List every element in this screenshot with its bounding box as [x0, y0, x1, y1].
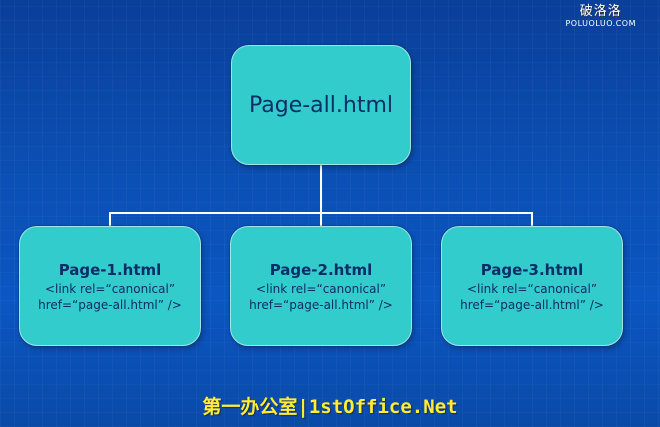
canonical-line-1: <link rel=“canonical” [255, 282, 387, 296]
canonical-line-2: href=“page-all.html” /> [249, 298, 393, 312]
watermark-logo: 破洛洛 POLUOLUO.COM [565, 4, 636, 30]
watermark-cn: 破洛洛 [579, 4, 622, 19]
child-node-page-3: Page-3.html <link rel=“canonical” href=“… [441, 226, 623, 346]
watermark-en: POLUOLUO.COM [565, 19, 636, 28]
canonical-line-1: <link rel=“canonical” [44, 282, 176, 296]
child-node-page-1: Page-1.html <link rel=“canonical” href=“… [19, 226, 201, 346]
root-node: Page-all.html [231, 45, 411, 165]
canonical-line-2: href=“page-all.html” /> [460, 298, 604, 312]
child-node-title: Page-2.html [269, 261, 373, 279]
child-node-page-2: Page-2.html <link rel=“canonical” href=“… [230, 226, 412, 346]
canonical-line-2: href=“page-all.html” /> [38, 298, 182, 312]
child-node-title: Page-3.html [480, 261, 584, 279]
footer-caption: 第一办公室|1stOffice.Net [202, 396, 458, 418]
canonical-line-1: <link rel=“canonical” [466, 282, 598, 296]
root-node-label: Page-all.html [248, 92, 393, 118]
child-node-title: Page-1.html [58, 261, 162, 279]
